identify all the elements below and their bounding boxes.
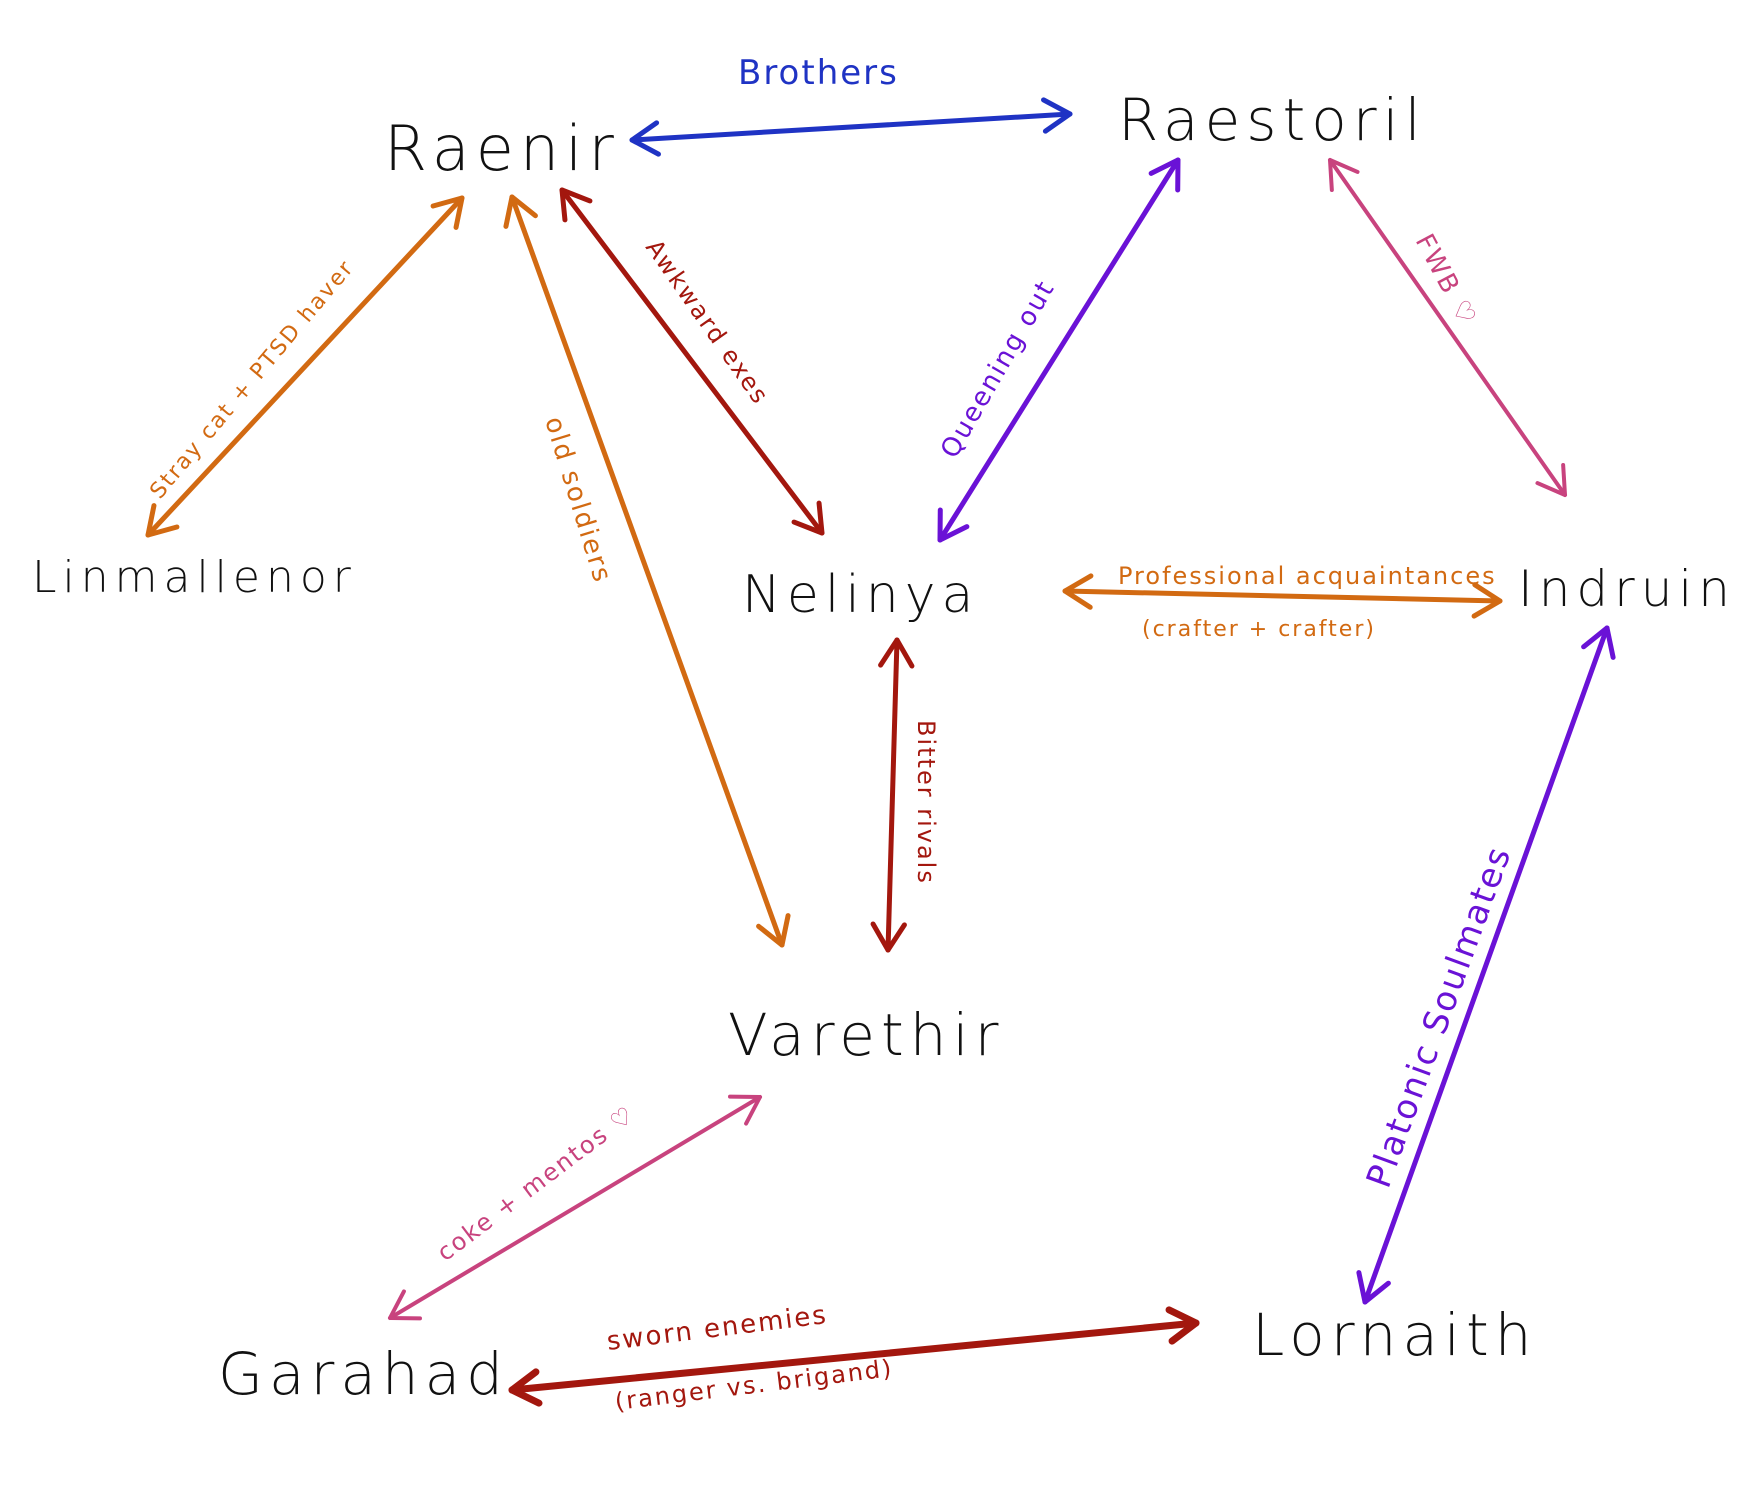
edge-raenir-nelinya [559,187,825,536]
node-garahad: Garahad [218,1340,509,1408]
edge-label-professional: Professional acquaintances [1118,562,1497,590]
edge-garahad-varethir [388,1095,762,1320]
arrowhead-icon [1581,625,1616,660]
node-linmallenor: Linmallenor [32,552,357,603]
arrowhead-icon [937,507,970,543]
edge-label-coke-mentos: coke + mentos ♡ [432,1100,641,1267]
arrowhead-icon [870,921,907,953]
arrowhead-icon [1535,463,1567,497]
arrowhead-icon [728,1094,762,1126]
arrowhead-icon [629,120,661,157]
edge-lornaith-indruin [1362,625,1610,1305]
edge-label-bitter-rivals: Bitter rivals [912,720,940,885]
edge-label-old-soldiers: old soldiers [538,413,617,587]
node-varethir: Varethir [728,1001,1004,1069]
arrowhead-icon [503,194,538,229]
edge-raenir-varethir [509,194,785,948]
arrowhead-icon [1041,97,1073,134]
edge-label-brothers: Brothers [738,53,899,93]
edge-raenir-raestoril [629,111,1073,143]
edge-nelinya-indruin [1062,588,1503,604]
edge-label-sworn-enemies: sworn enemies [605,1300,829,1357]
arrowhead-icon [388,1289,422,1321]
edge-label-queening-out: Queening out [935,275,1061,464]
arrowhead-icon [559,187,593,223]
node-raestoril: Raestoril [1118,86,1427,154]
arrowhead-icon [1062,573,1094,610]
arrowhead-icon [1328,158,1360,192]
node-lornaith: Lornaith [1252,1301,1538,1369]
edge-label-crafter: (crafter + crafter) [1142,617,1376,642]
edge-label-stray-cat: Stray cat + PTSD haver [145,255,359,503]
arrowhead-icon [1471,582,1503,619]
node-nelinya: Nelinya [742,565,979,625]
arrowhead-icon [878,637,915,669]
edge-nelinya-raestoril [937,157,1181,543]
arrowhead-icon [1148,157,1181,193]
arrowhead-icon [430,195,465,230]
arrowhead-icon [756,913,791,948]
edge-nelinya-varethir [885,637,900,953]
arrowhead-icon [508,1368,543,1407]
arrowhead-icon [145,503,180,538]
node-indruin: Indruin [1518,560,1736,618]
edge-raestoril-indruin [1328,158,1567,497]
edge-label-fwb: FWB ♡ [1409,229,1482,331]
arrowhead-icon [1356,1270,1391,1305]
arrowhead-icon [791,500,825,536]
edge-garahad-lornaith [508,1319,1200,1394]
arrowhead-icon [1165,1306,1200,1345]
edge-label-platonic-soulmates: Platonic Soulmates [1359,840,1520,1193]
edge-linmallenor-raenir [145,195,465,538]
node-raenir: Raenir [384,112,620,185]
